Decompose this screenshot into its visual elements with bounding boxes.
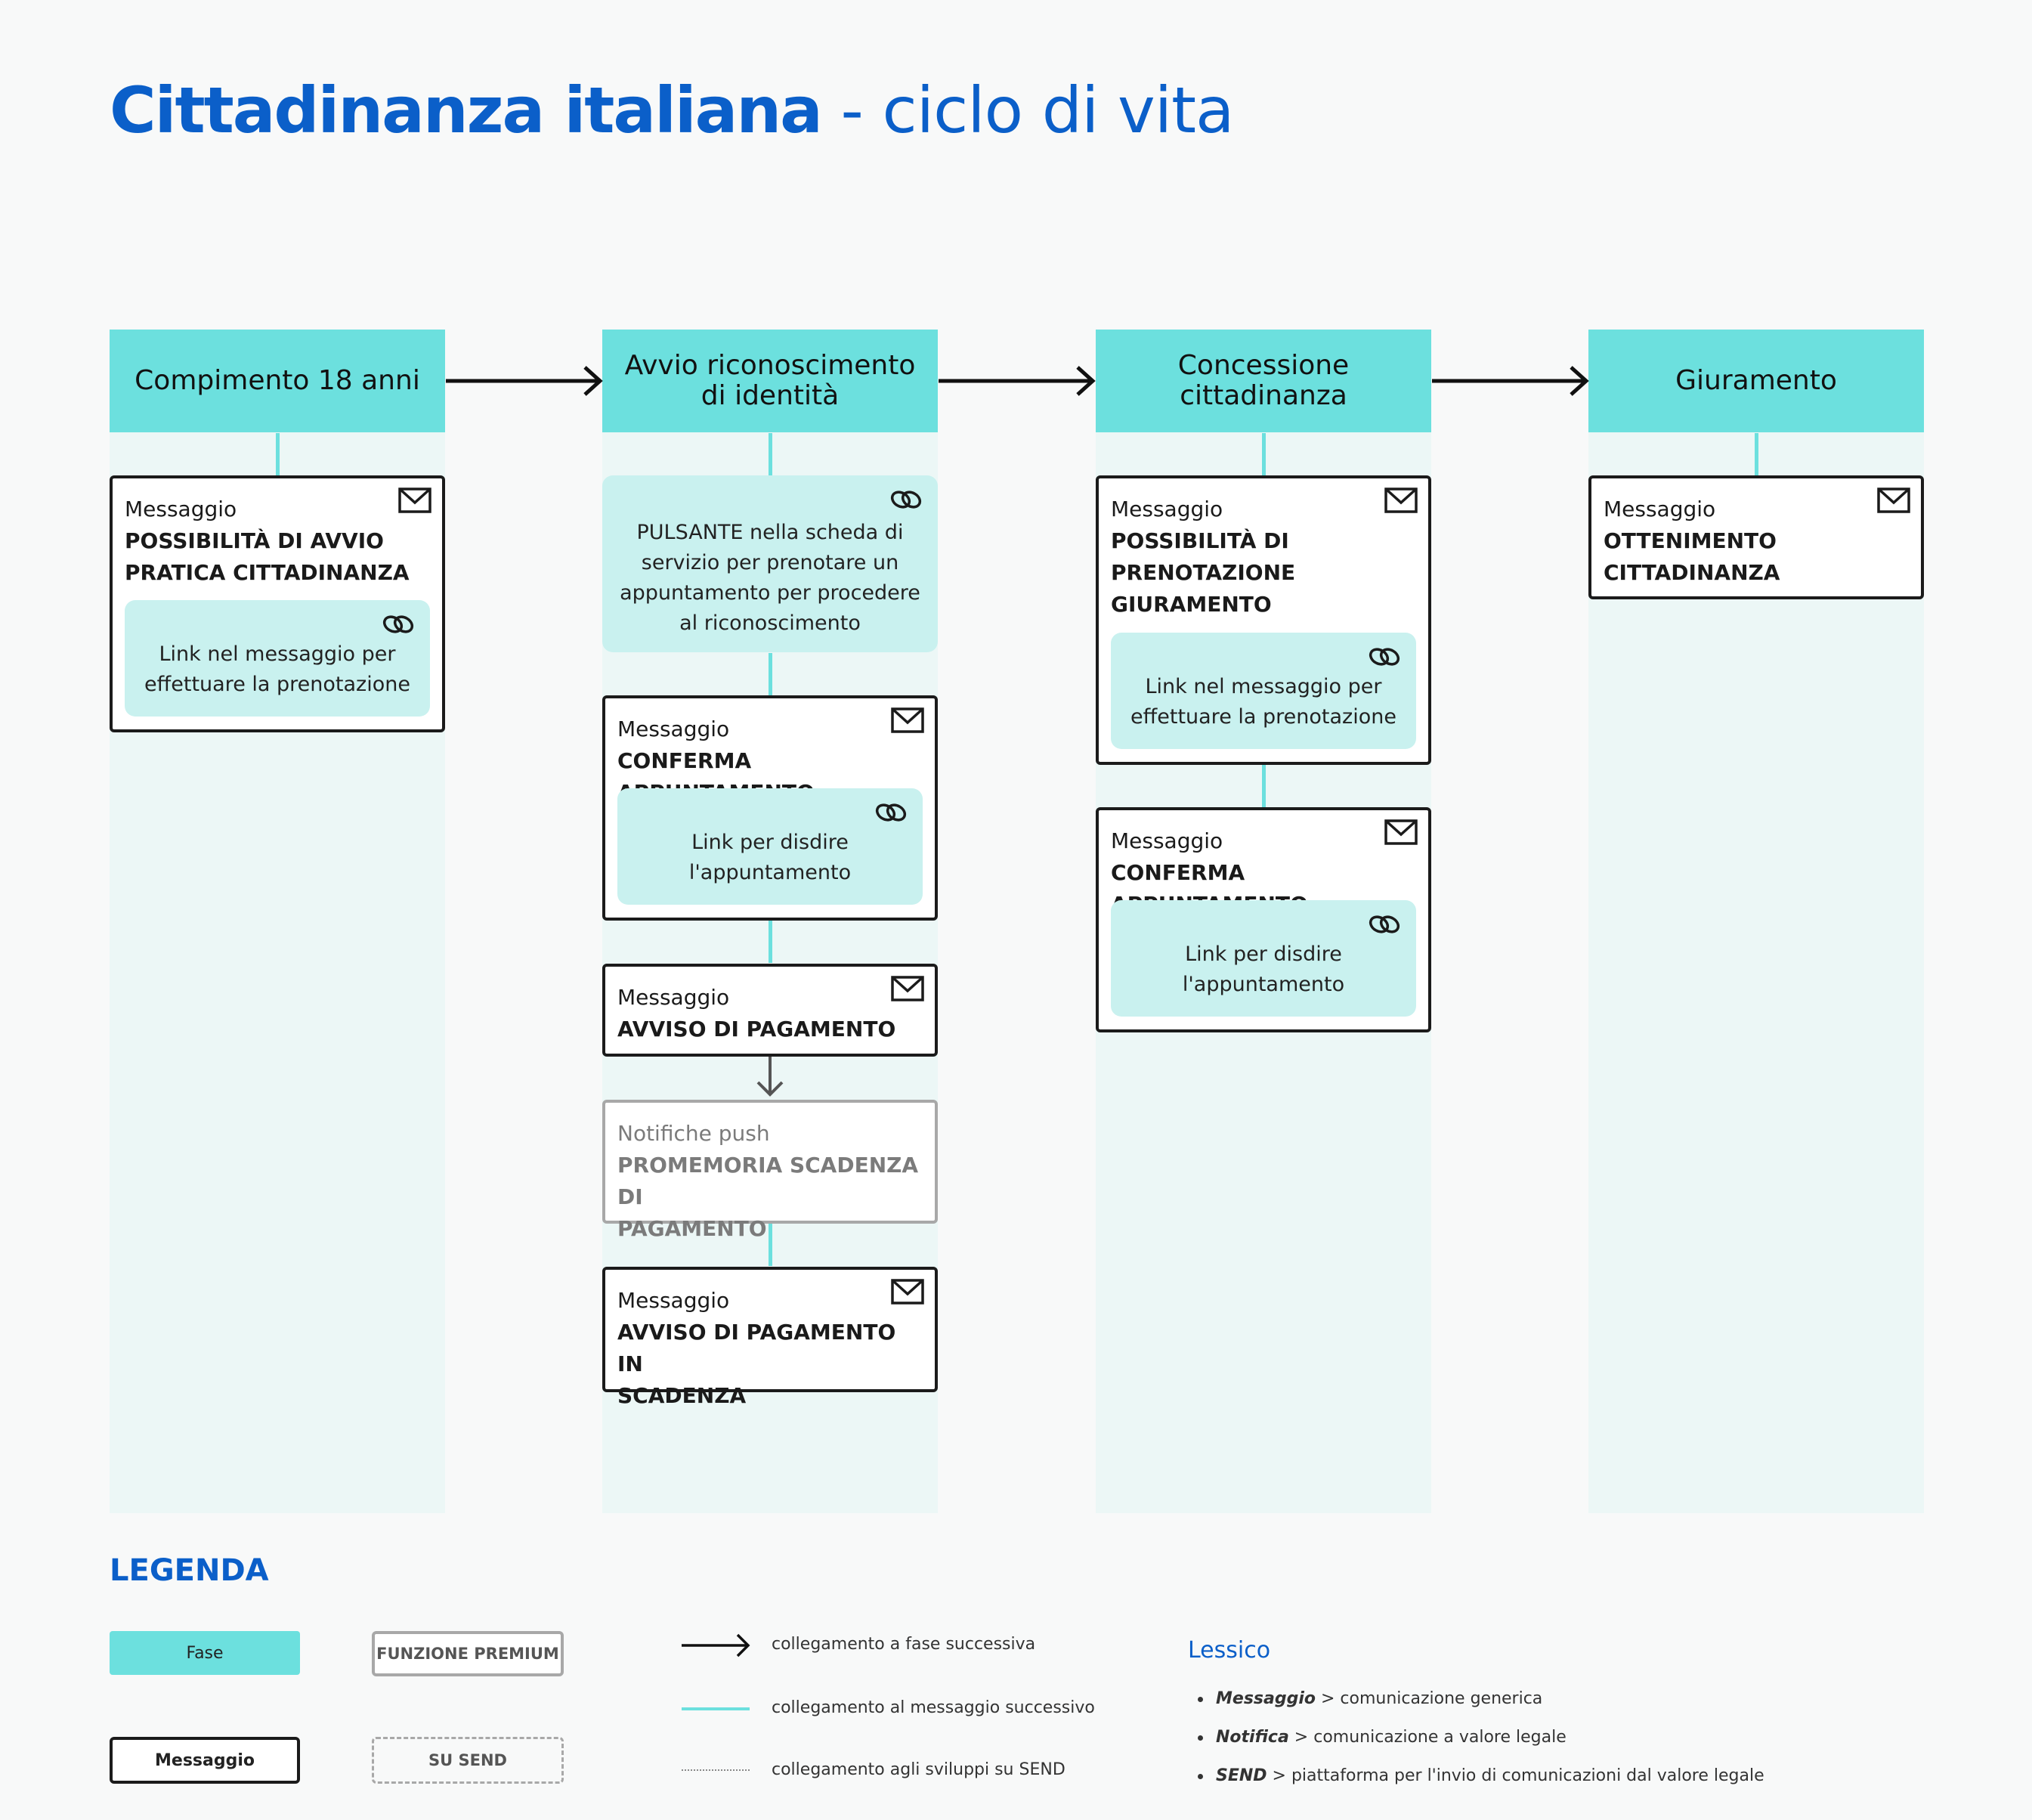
legend-title: LEGENDA xyxy=(110,1553,269,1588)
title-light: - ciclo di vita xyxy=(821,73,1235,147)
envelope-icon xyxy=(398,488,431,513)
link-chain-icon xyxy=(1369,648,1400,666)
link-card-text: Link nel messaggio per effettuare la pre… xyxy=(1130,675,1396,729)
button-card-text: PULSANTE nella scheda di servizio per pr… xyxy=(620,521,920,635)
link-card-text: Link nel messaggio per effettuare la pre… xyxy=(144,642,410,696)
phase-header: Avvio riconoscimento di identità xyxy=(602,330,938,432)
legend-line-swatch xyxy=(682,1707,750,1710)
message-name: AVVISO DI PAGAMENTO IN SCADENZA xyxy=(617,1320,896,1408)
envelope-icon xyxy=(891,976,924,1001)
envelope-icon xyxy=(891,707,924,733)
phase-header: Giuramento xyxy=(1588,330,1924,432)
title-bold: Cittadinanza italiana xyxy=(110,73,823,147)
message-name: PROMEMORIA SCADENZA DI PAGAMENTO xyxy=(617,1153,919,1241)
legend-premium-swatch: FUNZIONE PREMIUM xyxy=(372,1631,564,1676)
envelope-icon xyxy=(1877,488,1910,513)
push-notification-box: Notifiche push PROMEMORIA SCADENZA DI PA… xyxy=(602,1100,938,1241)
message-type: Messaggio xyxy=(617,985,730,1010)
message-type: Messaggio xyxy=(1111,497,1223,522)
lessico-item: Notifica > comunicazione a valore legale xyxy=(1198,1718,1764,1757)
message-box: Messaggio AVVISO DI PAGAMENTO xyxy=(602,964,938,1057)
link-card-text: Link per disdire l'appuntamento xyxy=(688,831,852,884)
message-name: POSSIBILITÀ DI PRENOTAZIONE GIURAMENTO xyxy=(1111,528,1296,617)
connector-line xyxy=(769,921,772,963)
arrow-right-icon xyxy=(1432,366,1589,396)
message-type: Messaggio xyxy=(617,1288,730,1313)
connector-line xyxy=(276,433,280,475)
message-box: Messaggio AVVISO DI PAGAMENTO IN SCADENZ… xyxy=(602,1267,938,1408)
phase-header: Concessione cittadinanza xyxy=(1096,330,1431,432)
envelope-icon xyxy=(891,1279,924,1305)
lessico-list: Messaggio > comunicazione generica Notif… xyxy=(1198,1679,1764,1795)
message-type: Messaggio xyxy=(1604,497,1716,522)
link-card: Link nel messaggio per effettuare la pre… xyxy=(1111,633,1416,749)
arrow-right-icon xyxy=(939,366,1096,396)
connector-line xyxy=(1262,765,1266,807)
message-type: Messaggio xyxy=(125,497,237,522)
link-chain-icon xyxy=(890,491,922,509)
arrow-right-icon xyxy=(682,1633,750,1658)
link-card: Link nel messaggio per effettuare la pre… xyxy=(125,600,430,717)
button-card: PULSANTE nella scheda di servizio per pr… xyxy=(602,475,938,652)
link-chain-icon xyxy=(875,803,907,822)
lessico-item: SEND > piattaforma per l'invio di comuni… xyxy=(1198,1757,1764,1795)
lessico-item: Messaggio > comunicazione generica xyxy=(1198,1679,1764,1718)
envelope-icon xyxy=(1384,488,1418,513)
legend-dotted-swatch xyxy=(682,1769,750,1771)
legend-message-swatch: Messaggio xyxy=(110,1737,300,1784)
page-title: Cittadinanza italiana - ciclo di vita xyxy=(110,73,1235,147)
link-card: Link per disdire l'appuntamento xyxy=(1111,900,1416,1017)
link-card-text: Link per disdire l'appuntamento xyxy=(1182,942,1345,996)
legend-arrow-desc: collegamento a fase successiva xyxy=(772,1635,1036,1654)
connector-line xyxy=(1755,433,1758,475)
legend-send-swatch: SU SEND xyxy=(372,1737,564,1784)
link-card: Link per disdire l'appuntamento xyxy=(617,788,923,905)
message-name: POSSIBILITÀ DI AVVIO PRATICA CITTADINANZ… xyxy=(125,528,410,585)
link-chain-icon xyxy=(382,615,414,633)
link-chain-icon xyxy=(1369,915,1400,933)
arrow-right-icon xyxy=(446,366,603,396)
envelope-icon xyxy=(1384,819,1418,845)
connector-line xyxy=(769,433,772,475)
connector-line xyxy=(769,653,772,695)
phase-header: Compimento 18 anni xyxy=(110,330,445,432)
arrow-down-icon xyxy=(756,1057,784,1097)
connector-line xyxy=(769,1224,772,1266)
lessico-title: Lessico xyxy=(1188,1637,1271,1664)
legend-fase-swatch: Fase xyxy=(110,1631,300,1675)
message-name: OTTENIMENTO CITTADINANZA xyxy=(1604,528,1780,585)
message-type: Messaggio xyxy=(617,717,730,741)
message-name: AVVISO DI PAGAMENTO xyxy=(617,1017,896,1042)
message-type: Notifiche push xyxy=(617,1121,770,1146)
legend-dotted-desc: collegamento agli sviluppi su SEND xyxy=(772,1760,1065,1779)
legend-line-desc: collegamento al messaggio successivo xyxy=(772,1698,1095,1717)
message-box: Messaggio OTTENIMENTO CITTADINANZA xyxy=(1588,475,1924,599)
message-type: Messaggio xyxy=(1111,828,1223,853)
connector-line xyxy=(1262,433,1266,475)
